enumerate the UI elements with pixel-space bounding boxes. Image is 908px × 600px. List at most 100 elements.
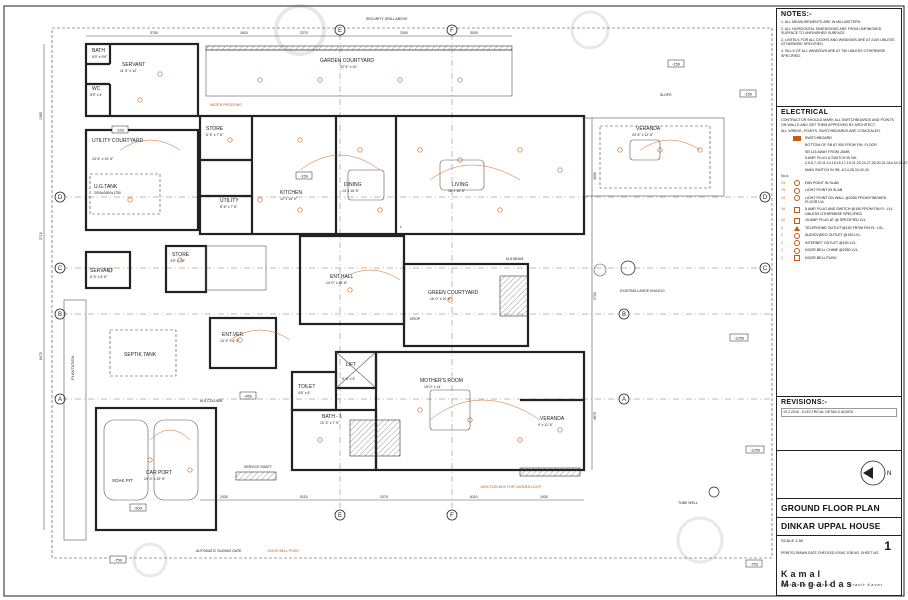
internet-outlet-icon [793,240,801,247]
svg-text:10' 3" x 7' 9": 10' 3" x 7' 9" [320,421,340,425]
main-switch-note: MAIN SWITCH IN SB- 8,14,28,34,40,43 [805,167,869,172]
svg-text:B: B [622,312,626,318]
telephone-outlet-icon [793,225,801,231]
partner-1: Kartikeya Shodhan [781,582,832,587]
grid-bubble-a-left: A [54,393,66,405]
switchboard-desc-2: SB 115 AWAY FROM JAMB [805,149,850,154]
walls [63,42,725,541]
room-living: LIVING [452,182,469,188]
room-ent-hall: ENT.HALL [330,274,354,280]
svg-text:SOAK PIT: SOAK PIT [112,478,133,483]
level-marker: -1250 [745,445,765,454]
svg-text:12' x 15' 9": 12' x 15' 9" [280,197,298,201]
svg-text:DOOR BELL PUSH: DOOR BELL PUSH [268,549,299,553]
svg-text:SECURITY GRILL ABOVE: SECURITY GRILL ABOVE [366,17,408,21]
room-carport: CAR PORT [146,470,172,476]
electrical-section: ELECTRICAL CONTRACTOR SHOULD MARK ALL SW… [777,107,908,397]
svg-text:5115: 5115 [300,495,308,499]
svg-text:E: E [338,28,342,34]
sheet-title: GROUND FLOOR PLAN [781,503,880,513]
grid-bubbles: E F E F D C B A D C B A [54,24,771,521]
svg-text:14' x 16' 6": 14' x 16' 6" [342,189,360,193]
legend-row: 2 AUDIOVIDEO OUTLET @150 LVL. [781,232,862,239]
svg-text:E: E [338,513,342,519]
firm-name: Kamal Mangaldas [781,569,855,589]
tree-icon [620,260,636,276]
svg-text:WATER PROOFING: WATER PROOFING [210,103,242,107]
svg-text:EXISTING LARGE KHAJOO: EXISTING LARGE KHAJOO [620,289,665,293]
room-garden: GARDEN COURTYARD [320,58,374,64]
grid-bubble-c-left: C [54,262,66,274]
av-outlet-icon [793,232,801,239]
svg-text:-150: -150 [300,174,309,179]
svg-text:4875: 4875 [593,412,597,420]
room-ent-ver: ENT.VER. [222,332,245,338]
electrical-note: ALL WIRING, POINTS, SWITCHBOARDS ARE CON… [781,129,881,134]
room-kitchen: KITCHEN [280,190,302,196]
grid-bubble-d-left: D [54,191,66,203]
note-item: 4. SILLS OF ALL WINDOWS ARE AT 750 UNLES… [781,48,886,58]
grid-bubble-d-right: D [759,191,771,203]
furniture [347,139,661,431]
revisions-section: REVISIONS:- 19.2.2016 - ELECTRICAL DETAI… [777,397,901,451]
note-item: 2. ALL HORIZONTAL DIMENSIONS ARE FROM UN… [781,26,882,36]
svg-text:19' 3" x 19' 6": 19' 3" x 19' 6" [144,477,166,481]
svg-text:2710: 2710 [39,232,43,240]
svg-text:3750: 3750 [150,31,158,35]
svg-text:-1250: -1250 [734,336,745,341]
light-points [107,71,703,473]
scale-label: SCALE 1:50 [781,538,804,543]
grid-bubble-b-right: B [618,308,630,320]
svg-text:PLANTATION: PLANTATION [70,355,75,380]
svg-text:4'9" x 7'6": 4'9" x 7'6" [170,259,186,263]
bell-push-icon [793,255,801,262]
notes-section: NOTES:- 1. ALL MEASUREMENTS ARE IN MILLI… [777,9,901,107]
meta-labels: PRINTS DRAWN DATE CHECKED ISSUE JOB NO. … [781,551,880,555]
switchboard-row: SWITCHBOARD [781,135,897,141]
svg-text:A: A [58,397,62,403]
plug-5a-icon [793,206,801,213]
svg-text:1930: 1930 [540,495,548,499]
level-marker: -1250 [729,333,749,342]
revisions-title: REVISIONS:- [781,399,828,406]
svg-text:14' 0" x 15' 6": 14' 0" x 15' 6" [326,281,348,285]
legend-row: 23 FAN POINT IN SLAB [781,180,839,187]
svg-text:B: B [58,312,62,318]
room-servant-top: SERVANT [122,62,145,68]
svg-text:9' x 11' 6": 9' x 11' 6" [538,423,554,427]
svg-text:C: C [58,266,63,272]
site-boundary [51,27,773,559]
level-marker: -150 [739,89,757,98]
svg-text:16' 0" x 10' 6": 16' 0" x 10' 6" [430,297,452,301]
fan-point-icon [793,180,801,187]
svg-text:L: L [400,225,402,229]
room-labels: BATH 5'9" x 9'9" SERVANT 11' 6" x 10' WC… [90,48,661,481]
dimensions: 3750 1620 2270 2300 3000 2430 5115 2075 … [39,31,597,530]
svg-text:A: A [622,397,626,403]
switchboard-icon [793,135,801,141]
svg-text:-1250: -1250 [750,448,761,453]
bell-chime-icon [793,247,801,254]
north-section: N [777,451,901,499]
svg-text:-500: -500 [134,506,143,511]
grid-bubble-f-top: F [446,24,458,36]
svg-text:JUNCTION BOX FOR GARDEN LIGHT: JUNCTION BOX FOR GARDEN LIGHT [480,485,543,489]
legend-row: 2 INTERNET OUTLET @150 LVL. [781,240,857,247]
level-markers: -150 -150 -150 -1250 -450 -500 -750 -750… [109,59,765,568]
level-marker: -750 [109,555,127,564]
svg-text:-150: -150 [672,62,681,67]
svg-text:8475: 8475 [39,352,43,360]
svg-text:M.S.BEAM: M.S.BEAM [506,257,523,261]
svg-text:6110: 6110 [470,495,478,499]
svg-text:6' 6" x 7' 6": 6' 6" x 7' 6" [206,133,224,137]
room-utility-court: UTILITY COURTYARD [92,138,144,144]
legend-row: 2 DOOR BELL CHIME @2350 LVL. [781,247,859,254]
svg-text:F: F [450,513,454,519]
grid-lines [62,34,770,510]
switchboard-label: SWITCHBOARD [805,135,832,140]
room-bath1: BATH - 1 [322,414,342,420]
electrical-wiring [119,139,701,441]
legend-row: 34 5 AMP. PLUG AND SWITCH @150 FROM FIN.… [781,206,894,216]
svg-text:11' 6" x 10': 11' 6" x 10' [120,69,137,73]
